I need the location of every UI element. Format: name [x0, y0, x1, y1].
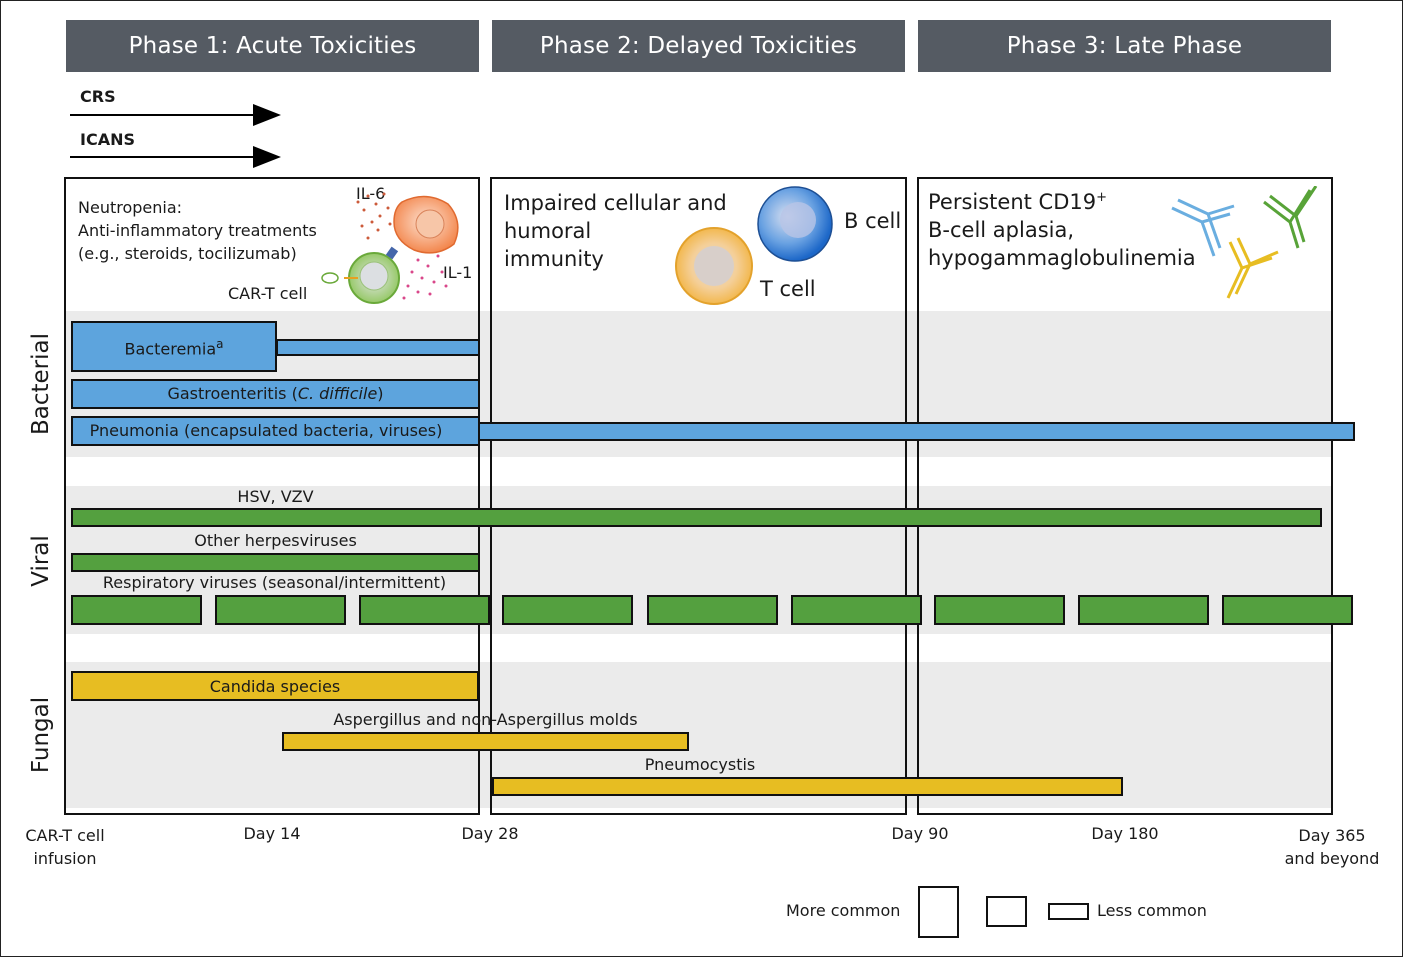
legend-box-medium: [986, 896, 1027, 927]
antibody-blue-icon: [1171, 198, 1235, 257]
phase-3-line-3: hypogammaglobulinemia: [928, 246, 1196, 270]
phase-3-line-2: B-cell aplasia,: [928, 218, 1075, 242]
pneumonia-bar: [71, 416, 480, 446]
b-cell-nucleus-icon: [780, 202, 816, 238]
respiratory-segment: [934, 595, 1065, 625]
il1-dots: [402, 254, 448, 300]
respiratory-viruses-label: Respiratory viruses (seasonal/intermitte…: [102, 573, 447, 592]
axis-label-day-28: Day 28: [461, 824, 519, 843]
phase-1-line-2: Anti-inflammatory treatments: [78, 221, 317, 240]
phase-3-line-1: Persistent CD19+: [928, 190, 1108, 214]
respiratory-segment: [359, 595, 490, 625]
pneumocystis-label: Pneumocystis: [644, 755, 756, 774]
icans-label: ICANS: [80, 130, 135, 149]
il6-label: IL-6: [356, 184, 386, 203]
receptor-icon: [385, 246, 399, 260]
axis-label-day-90: Day 90: [891, 824, 949, 843]
il1-label: IL-1: [443, 263, 473, 282]
t-cell-label: T cell: [760, 277, 816, 301]
car-construct-icon: [321, 272, 339, 284]
phase-1-header: Phase 1: Acute Toxicities: [66, 20, 479, 72]
respiratory-segment: [71, 595, 202, 625]
hsv-vzv-bar: [71, 508, 1322, 527]
antibody-yellow-icon: [1226, 237, 1279, 299]
aspergillus-label: Aspergillus and non-Aspergillus molds: [333, 710, 638, 729]
phase-3-header: Phase 3: Late Phase: [918, 20, 1331, 72]
candida-label: Candida species: [209, 677, 341, 696]
lymphocytes-illustration: [675, 186, 833, 305]
antibodies-illustration: [1171, 186, 1318, 299]
respiratory-segment: [1078, 595, 1209, 625]
axis-label-day-14: Day 14: [243, 824, 301, 843]
cart-nucleus-icon: [359, 261, 389, 291]
pneumocystis-bar: [492, 777, 1123, 796]
phase-1-line-1: Neutropenia:: [78, 198, 183, 217]
legend-less-common: Less common: [1097, 901, 1207, 920]
respiratory-segment: [502, 595, 633, 625]
aspergillus-bar: [282, 732, 689, 751]
crs-arrow: [70, 104, 281, 126]
antibody-green-icon: [1263, 186, 1318, 249]
phase-2-header: Phase 2: Delayed Toxicities: [492, 20, 905, 72]
respiratory-segment: [215, 595, 346, 625]
fungal-label: Fungal: [28, 696, 54, 774]
bacteremia-label: Bacteremiaa: [124, 337, 224, 359]
bacteremia-bar-tail: [276, 339, 480, 356]
legend-more-common: More common: [786, 901, 901, 920]
cart-cell-illustration: [321, 192, 459, 304]
legend-box-large: [918, 886, 959, 938]
phase-3-box: [917, 177, 1333, 815]
phase-1-description: Neutropenia: Anti-inflammatory treatment…: [78, 196, 317, 265]
pneumonia-bar-extension: [478, 422, 1355, 441]
respiratory-segment: [1222, 595, 1353, 625]
icans-arrow: [70, 146, 281, 168]
respiratory-segment: [647, 595, 778, 625]
phase-2-description: Impaired cellular and humoral immunity: [504, 189, 727, 273]
candida-bar: [71, 671, 479, 701]
phase-2-line-1: Impaired cellular and: [504, 191, 727, 215]
gastroenteritis-label: Gastroenteritis (C. difficile): [167, 384, 384, 403]
bacterial-label: Bacterial: [28, 332, 54, 436]
other-herpesviruses-bar: [71, 553, 480, 572]
il6-dots: [356, 192, 392, 240]
phase-1-box: [64, 177, 480, 815]
crs-label: CRS: [80, 87, 116, 106]
phase-2-box: [490, 177, 907, 815]
macrophage-nucleus-icon: [415, 209, 445, 239]
phase-2-line-2: humoral: [504, 219, 592, 243]
hsv-vzv-label: HSV, VZV: [237, 487, 314, 506]
respiratory-segment: [791, 595, 922, 625]
t-cell-nucleus-icon: [694, 246, 734, 286]
phase-3-description: Persistent CD19+ B-cell aplasia, hypogam…: [928, 184, 1196, 272]
pneumonia-label: Pneumonia (encapsulated bacteria, viruse…: [89, 421, 443, 440]
phase-1-line-3: (e.g., steroids, tocilizumab): [78, 244, 297, 263]
cart-cell-label: CAR-T cell: [228, 284, 308, 303]
bacteremia-bar: [71, 321, 277, 372]
axis-label-day-180: Day 180: [1091, 824, 1159, 843]
b-cell-label: B cell: [844, 209, 902, 233]
other-herpesviruses-label: Other herpesviruses: [194, 531, 357, 550]
legend-box-small: [1048, 903, 1089, 920]
gastroenteritis-bar: [71, 379, 480, 409]
phase-2-line-3: immunity: [504, 247, 604, 271]
